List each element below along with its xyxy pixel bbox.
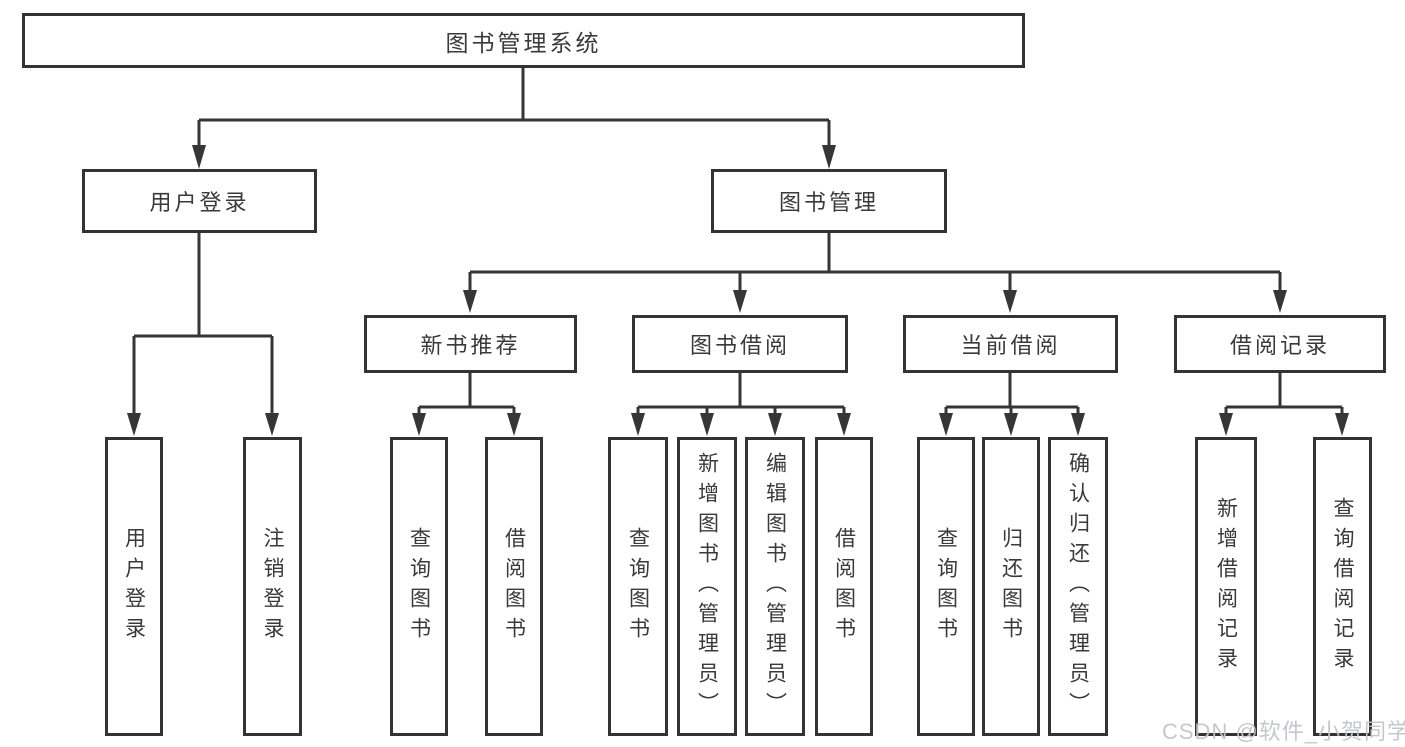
arrowhead-icon: [700, 413, 714, 436]
leaf-query-borrow-record: 查询借阅记录: [1313, 437, 1372, 736]
leaf-logout: 注销登录: [243, 437, 302, 736]
leaf-add-books-admin: 新增图书（管理员）: [677, 437, 737, 736]
arrowhead-icon: [265, 413, 279, 436]
leaf-user-login: 用户登录: [105, 437, 163, 736]
node-book-borrow: 图书借阅: [632, 315, 848, 373]
node-new-book-recommend: 新书推荐: [364, 315, 577, 373]
arrowhead-icon: [631, 413, 645, 436]
leaf-query-books: 查询图书: [917, 437, 975, 736]
leaf-return-books: 归还图书: [982, 437, 1040, 736]
node-label: 借阅图书: [502, 526, 526, 647]
node-label: 查询图书: [934, 526, 958, 647]
csdn-watermark: CSDN @软件_小贺同学: [1162, 719, 1405, 744]
arrowhead-icon: [412, 413, 426, 436]
arrowhead-icon: [192, 145, 206, 169]
arrowhead-icon: [507, 413, 521, 436]
connector-book-management-children: [463, 233, 1287, 313]
leaf-add-borrow-record: 新增借阅记录: [1195, 437, 1257, 736]
node-label: 归还图书: [999, 526, 1023, 647]
node-label: 新书推荐: [420, 333, 521, 358]
node-label: 查询图书: [626, 526, 650, 647]
node-book-management: 图书管理: [711, 169, 947, 233]
arrowhead-icon: [1273, 290, 1287, 313]
node-label: 用户登录: [122, 526, 146, 647]
connector-user-login-children: [127, 233, 279, 436]
connector-root-to-level2: [192, 68, 836, 169]
node-label: 图书管理: [778, 190, 879, 215]
node-label: 查询借阅记录: [1331, 496, 1354, 677]
leaf-borrow-books: 借阅图书: [815, 437, 873, 736]
connector-new-book-recommend-children: [412, 373, 521, 436]
node-library-system: 图书管理系统: [22, 13, 1025, 68]
connector-book-borrow-children: [631, 373, 851, 436]
arrowhead-icon: [463, 290, 477, 313]
node-label: 确认归还（管理员）: [1066, 451, 1090, 722]
arrowhead-icon: [768, 413, 782, 436]
arrowhead-icon: [1071, 413, 1085, 436]
connector-current-borrow-children: [939, 373, 1085, 436]
arrowhead-icon: [1003, 290, 1017, 313]
arrowhead-icon: [837, 413, 851, 436]
node-label: 新增图书（管理员）: [695, 451, 719, 722]
node-label: 查询图书: [407, 526, 431, 647]
node-label: 编辑图书（管理员）: [763, 451, 787, 722]
leaf-borrow-books: 借阅图书: [485, 437, 543, 736]
arrowhead-icon: [822, 145, 836, 169]
connector-borrow-records-children: [1219, 373, 1349, 436]
node-label: 图书借阅: [689, 333, 790, 358]
node-label: 借阅记录: [1229, 333, 1330, 358]
leaf-query-books: 查询图书: [608, 437, 668, 736]
node-label: 新增借阅记录: [1214, 496, 1238, 677]
arrowhead-icon: [1219, 413, 1233, 436]
leaf-edit-books-admin: 编辑图书（管理员）: [745, 437, 805, 736]
arrowhead-icon: [1335, 413, 1349, 436]
arrowhead-icon: [939, 413, 953, 436]
node-borrow-records: 借阅记录: [1174, 315, 1386, 373]
node-label: 当前借阅: [960, 333, 1061, 358]
arrowhead-icon: [1004, 413, 1018, 436]
node-user-login: 用户登录: [82, 169, 317, 233]
node-current-borrow: 当前借阅: [903, 315, 1118, 373]
arrowhead-icon: [733, 290, 747, 313]
leaf-query-books: 查询图书: [390, 437, 448, 736]
node-label: 用户登录: [149, 190, 250, 215]
node-label: 借阅图书: [832, 526, 856, 647]
node-label: 图书管理系统: [445, 29, 602, 56]
arrowhead-icon: [127, 413, 141, 436]
leaf-confirm-return-admin: 确认归还（管理员）: [1048, 437, 1108, 736]
node-label: 注销登录: [261, 526, 284, 647]
